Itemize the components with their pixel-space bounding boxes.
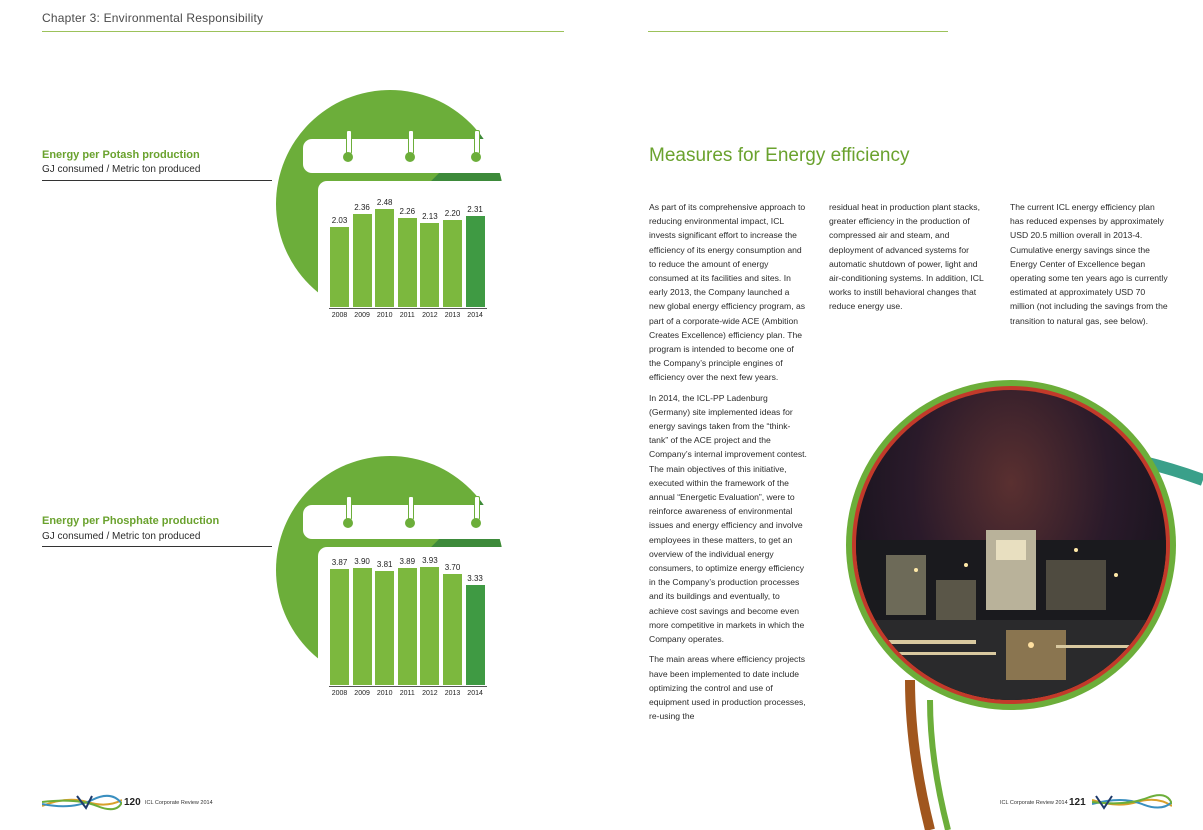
bar-value-label: 2.20 — [444, 209, 461, 219]
chart-subtitle: GJ consumed / Metric ton produced — [42, 531, 201, 542]
label-rule — [42, 180, 272, 181]
bar-value-label: 2.36 — [354, 202, 370, 212]
bar-value-label: 2.03 — [331, 215, 348, 225]
calendar-ring — [408, 130, 414, 154]
chart-bar — [465, 585, 485, 685]
calendar-ring-dot — [343, 518, 353, 528]
x-axis-line — [329, 308, 488, 309]
chart-bar — [465, 215, 485, 307]
x-axis-line — [329, 686, 488, 687]
bar-value-label: 3.33 — [467, 574, 483, 583]
year-tick-label: 2009 — [354, 312, 370, 319]
footer-ribbon-left — [42, 794, 122, 811]
paragraph: As part of its comprehensive approach to… — [649, 202, 806, 383]
chart-subtitle: GJ consumed / Metric ton produced — [42, 164, 201, 175]
chart-bar — [375, 570, 395, 685]
calendar-body: 3.87 2008 3.90 2009 3.81 2010 3.89 2011 3.93 2012… — [318, 547, 516, 709]
year-tick-label: 2013 — [444, 690, 461, 697]
paragraph: The current ICL energy efficiency plan h… — [1010, 202, 1168, 326]
bar-chart: 3.87 2008 3.90 2009 3.81 2010 3.89 2011 3.93 2012… — [329, 556, 489, 697]
paragraph: residual heat in production plant stacks… — [829, 202, 984, 312]
calendar-ring — [346, 496, 352, 520]
chart-bar — [397, 568, 417, 685]
calendar-body: 2.03 2008 2.36 2009 2.48 2010 2.26 2011 2.13 2012… — [318, 181, 516, 343]
footer-text-left: ICL Corporate Review 2014 — [145, 800, 213, 806]
year-tick-label: 2014 — [467, 312, 483, 319]
calendar-ring-dot — [343, 152, 353, 162]
chart-title: Energy per Potash production — [42, 149, 200, 161]
calendar-ring-dot — [471, 152, 481, 162]
bar-value-label: 2.13 — [422, 211, 438, 221]
bar-value-label: 3.87 — [331, 557, 348, 567]
chart-bar — [420, 567, 440, 685]
bar-value-label: 3.81 — [376, 559, 393, 569]
chart-bar — [443, 573, 462, 685]
page-number-right: 121 — [1069, 797, 1086, 808]
process-icons — [948, 0, 1178, 64]
paragraph: The main areas where efficiency projects… — [649, 654, 806, 722]
year-tick-label: 2010 — [376, 312, 393, 319]
industrial-plant-photo — [856, 390, 1166, 700]
year-tick-label: 2013 — [444, 312, 461, 319]
year-tick-label: 2009 — [354, 690, 370, 697]
bar-value-label: 3.93 — [422, 556, 438, 565]
chart-bar — [352, 567, 372, 685]
calendar-ring — [408, 496, 414, 520]
bar-value-label: 2.31 — [467, 204, 483, 214]
chart-bar — [420, 222, 440, 307]
bar-value-label: 3.70 — [444, 562, 461, 572]
calendar-ring — [346, 130, 352, 154]
footer-text-right: ICL Corporate Review 2014 — [1000, 800, 1068, 806]
header-rule-left — [42, 31, 564, 32]
calendar-ring — [474, 496, 480, 520]
year-tick-label: 2012 — [422, 312, 438, 319]
article-heading: Measures for Energy efficiency — [649, 145, 910, 166]
article-column-2: residual heat in production plant stacks… — [829, 200, 987, 320]
paragraph: In 2014, the ICL-PP Ladenburg (Germany) … — [649, 392, 807, 645]
year-tick-label: 2008 — [331, 690, 348, 697]
year-tick-label: 2008 — [331, 312, 348, 319]
year-tick-label: 2011 — [399, 690, 415, 697]
year-tick-label: 2011 — [399, 312, 415, 319]
article-column-1: As part of its comprehensive approach to… — [649, 200, 807, 729]
year-tick-label: 2012 — [422, 690, 438, 697]
calendar-ring-dot — [405, 518, 415, 528]
label-rule — [42, 546, 272, 547]
bar-value-label: 2.26 — [399, 206, 416, 216]
bar-value-label: 3.90 — [354, 556, 370, 566]
bar-value-label: 3.89 — [399, 557, 416, 567]
calendar-ring-dot — [405, 152, 415, 162]
chart-bar — [330, 226, 349, 307]
chart-bar — [375, 209, 395, 307]
article-column-3: The current ICL energy efficiency plan h… — [1010, 200, 1168, 334]
year-tick-label: 2014 — [467, 690, 483, 697]
chart-bar — [352, 213, 372, 307]
chart-title: Energy per Phosphate production — [42, 515, 220, 527]
year-tick-label: 2010 — [376, 690, 393, 697]
bar-chart: 2.03 2008 2.36 2009 2.48 2010 2.26 2011 2.13 2012… — [329, 195, 489, 325]
calendar-ring — [474, 130, 480, 154]
calendar-ring-dot — [471, 518, 481, 528]
chapter-title: Chapter 3: Environmental Responsibility — [42, 11, 264, 25]
chart-bar — [330, 568, 349, 685]
footer-ribbon-right — [1092, 794, 1172, 810]
chart-bar — [397, 217, 417, 307]
chart-bar — [443, 220, 462, 307]
header-rule-right — [648, 31, 948, 32]
bar-value-label: 2.48 — [376, 198, 393, 207]
page-number-left: 120 — [124, 797, 141, 808]
